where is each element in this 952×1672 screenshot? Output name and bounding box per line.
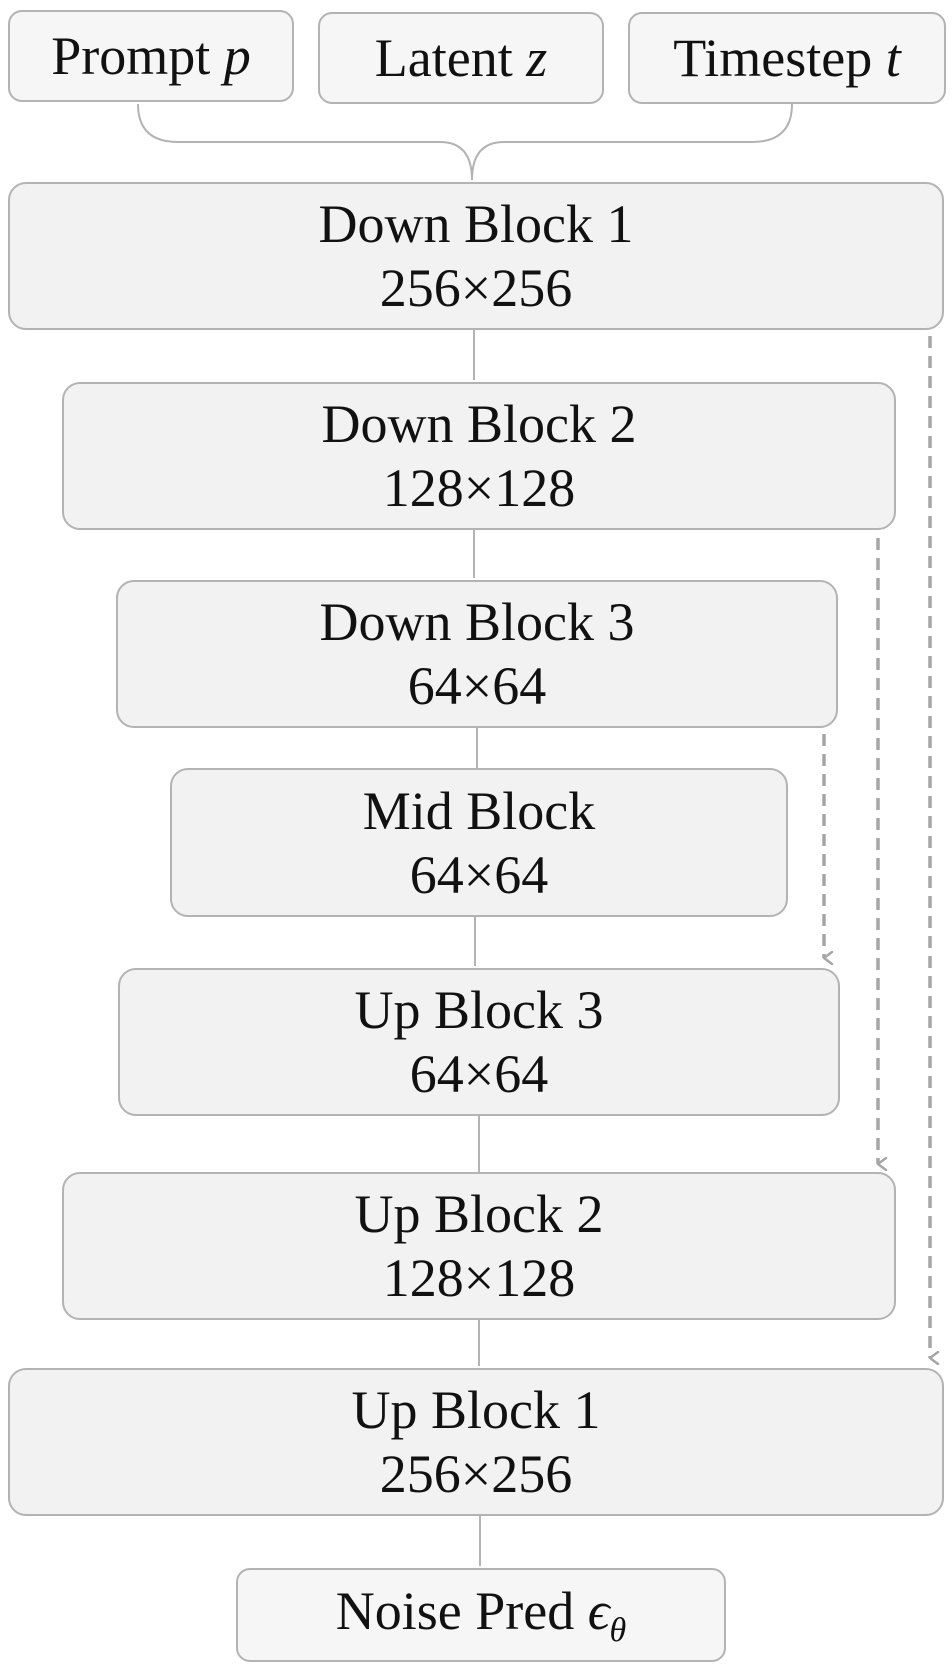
down-block-1: Down Block 1 256×256 [8,182,944,330]
input-latent-var: z [526,28,548,88]
output-theta-subscript: θ [609,1612,627,1649]
up-block-2-name: Up Block 2 [354,1184,604,1244]
down-block-2: Down Block 2 128×128 [62,382,896,530]
input-latent-text: Latent [374,28,513,88]
down-block-1-name: Down Block 1 [318,194,634,254]
input-prompt-label: Prompt p [51,24,251,88]
output-noise-pred-text: Noise Pred [335,1581,575,1641]
down-block-3-name: Down Block 3 [319,592,635,652]
mid-block-name: Mid Block [362,780,596,841]
mid-block: Mid Block 64×64 [170,768,788,917]
output-noise-pred-box: Noise Pred ϵθ [236,1568,726,1662]
input-timestep-var: t [885,28,901,88]
input-prompt-var: p [223,26,251,86]
up-block-1: Up Block 1 256×256 [8,1368,944,1516]
up-block-3-size: 64×64 [409,1044,549,1104]
output-noise-pred-label: Noise Pred ϵθ [336,1579,626,1651]
down-block-2-name: Down Block 2 [321,394,637,454]
input-latent-label: Latent z [375,26,547,90]
input-timestep-box: Timestep t [628,12,946,104]
input-merge-brace [137,103,793,181]
up-block-1-size: 256×256 [379,1444,573,1504]
up-block-1-name: Up Block 1 [351,1380,601,1440]
down-block-3: Down Block 3 64×64 [116,580,838,728]
up-block-3-name: Up Block 3 [354,980,604,1040]
down-block-3-size: 64×64 [407,656,547,716]
down-block-1-size: 256×256 [379,258,573,318]
down-block-2-size: 128×128 [382,458,576,518]
input-prompt-box: Prompt p [8,10,294,102]
up-block-2-size: 128×128 [382,1248,576,1308]
up-block-2: Up Block 2 128×128 [62,1172,896,1320]
input-prompt-text: Prompt [51,26,211,86]
output-epsilon-symbol: ϵ [587,1581,610,1641]
input-timestep-text: Timestep [673,28,873,88]
up-block-3: Up Block 3 64×64 [118,968,840,1116]
mid-block-size: 64×64 [409,844,549,905]
input-timestep-label: Timestep t [673,26,901,90]
input-latent-box: Latent z [318,12,604,104]
